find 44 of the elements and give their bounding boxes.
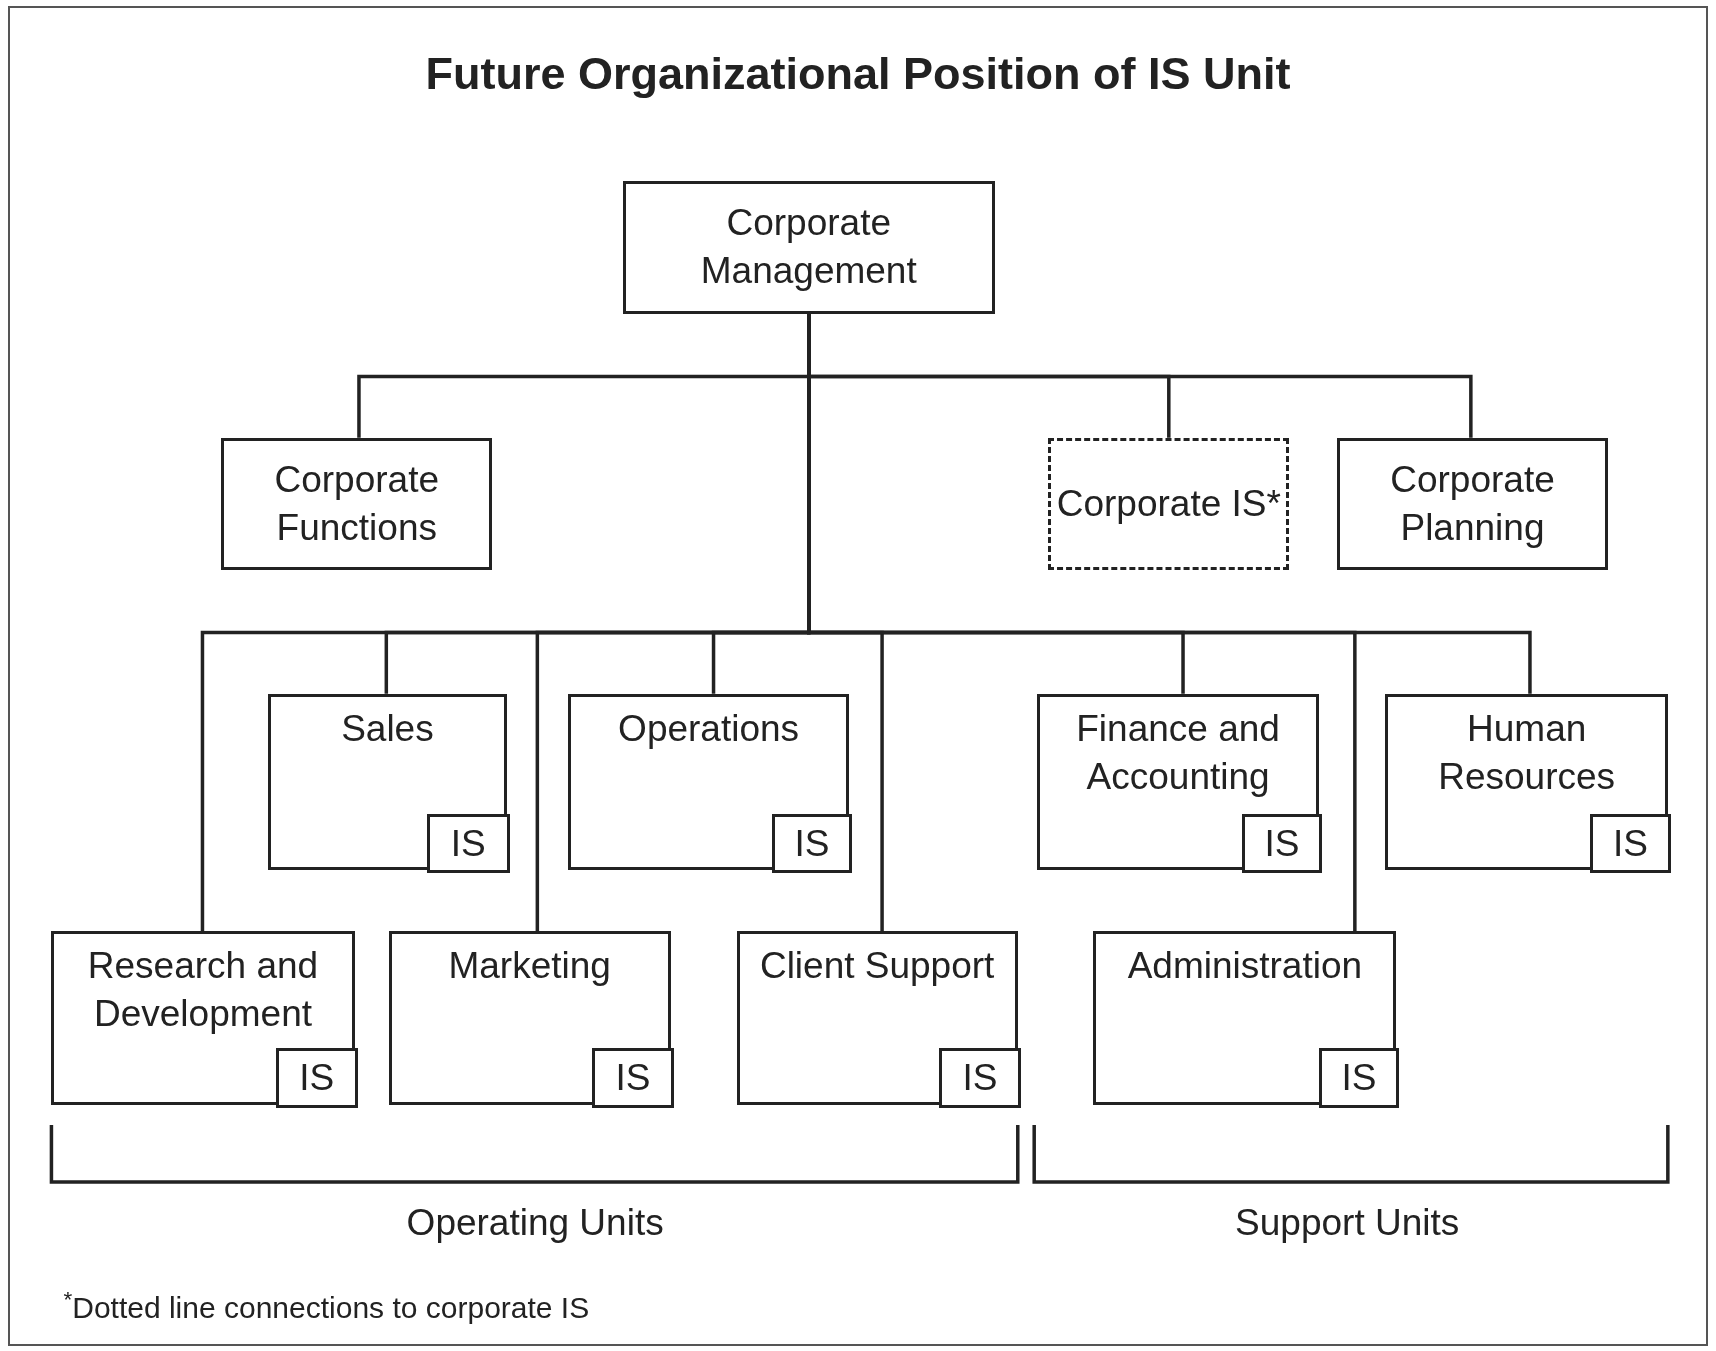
unit-name: Corporate IS* xyxy=(1055,481,1282,526)
unit-name: IS xyxy=(614,1056,652,1101)
is-subunit-box xyxy=(592,1048,674,1109)
unit-name: Client Support xyxy=(758,944,996,989)
is-subunit-box xyxy=(1318,1048,1400,1109)
unit-name: Corporate Functions xyxy=(273,457,441,550)
unit-name: Human Resources xyxy=(1437,706,1617,799)
unit-name: IS xyxy=(298,1056,336,1101)
unit-name: IS xyxy=(1263,821,1301,866)
is-subunit-box xyxy=(1242,814,1322,873)
org-unit-box xyxy=(568,693,850,870)
unit-name: Corporate Management xyxy=(699,201,918,294)
is-subunit-box xyxy=(426,814,510,873)
unit-name: Sales xyxy=(340,706,435,751)
org-unit-box xyxy=(221,437,493,571)
unit-name: Finance and Accounting xyxy=(1075,706,1281,799)
group-label: Support Units xyxy=(1235,1201,1460,1246)
org-unit-box xyxy=(1337,437,1608,571)
unit-name: Marketing xyxy=(447,944,612,989)
unit-name: Operations xyxy=(617,706,801,751)
unit-name: IS xyxy=(961,1056,999,1101)
org-unit-box xyxy=(1385,693,1668,870)
unit-name: IS xyxy=(793,821,831,866)
diagram-title: Future Organizational Position of IS Unit xyxy=(424,47,1292,101)
is-subunit-box xyxy=(275,1048,358,1109)
org-unit-box xyxy=(736,931,1018,1106)
unit-name: IS xyxy=(1340,1056,1378,1101)
is-subunit-box xyxy=(938,1048,1021,1109)
is-subunit-box xyxy=(771,814,853,873)
unit-name: Administration xyxy=(1126,944,1364,989)
group-label: Operating Units xyxy=(406,1201,664,1246)
unit-name: Research and Development xyxy=(86,944,320,1037)
unit-name: IS xyxy=(1612,821,1649,866)
org-unit-box xyxy=(388,931,671,1106)
is-subunit-box xyxy=(1590,814,1671,873)
unit-name: Corporate Planning xyxy=(1389,457,1556,550)
footnote: $^{*}$Dotted line connections to corporate IS xyxy=(63,1285,590,1326)
unit-name: IS xyxy=(449,821,487,866)
org-unit-box xyxy=(1037,693,1319,870)
org-unit-box xyxy=(51,931,355,1106)
org-unit-box xyxy=(1048,437,1290,571)
org-unit-box xyxy=(1093,931,1397,1106)
org-unit-box xyxy=(622,180,995,315)
org-unit-box xyxy=(268,693,507,870)
